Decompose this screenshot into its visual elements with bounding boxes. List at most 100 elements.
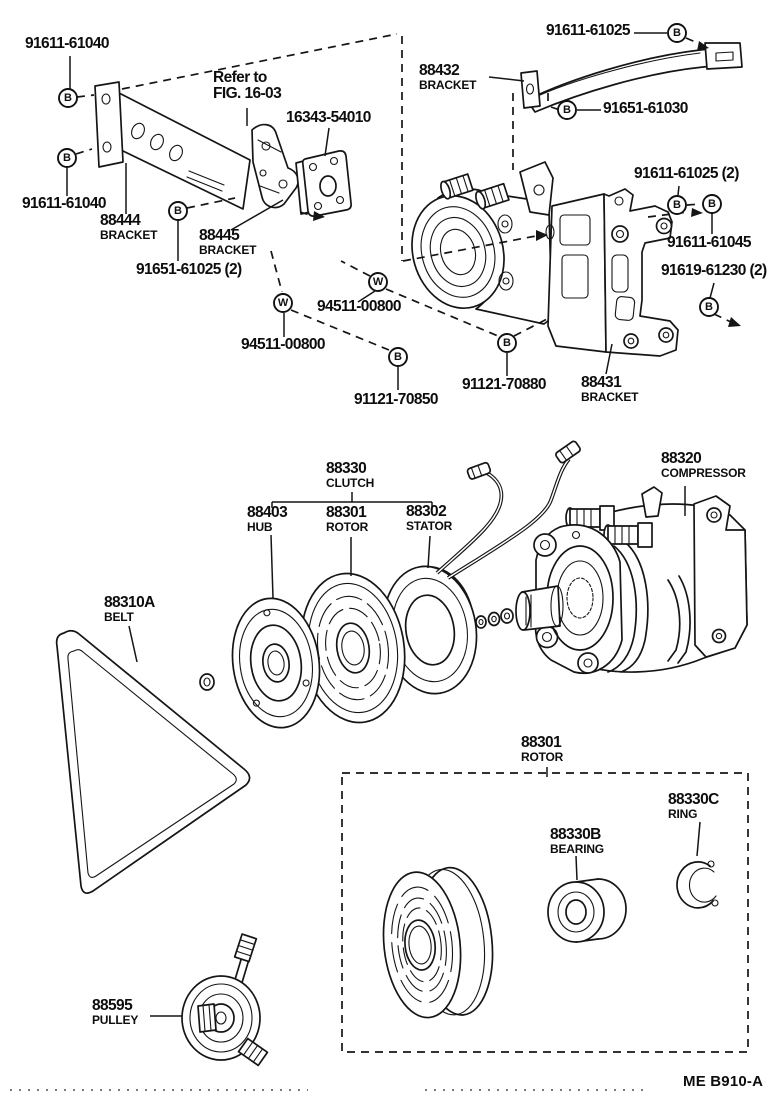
svg-text:B: B bbox=[673, 199, 681, 211]
part-number: 88595 bbox=[92, 997, 133, 1014]
part-name: BRACKET bbox=[199, 243, 257, 258]
label-88301-mid: 88301 ROTOR bbox=[326, 504, 369, 535]
svg-text:W: W bbox=[373, 276, 384, 288]
part-number: 88330B bbox=[550, 826, 601, 843]
figure-code-text: ME B910-A bbox=[683, 1073, 764, 1090]
part-name: BRACKET bbox=[100, 228, 158, 243]
lock-washer-icon bbox=[199, 673, 215, 691]
svg-text:B: B bbox=[563, 104, 571, 116]
part-number: 91611-61025 (2) bbox=[634, 165, 739, 182]
part-name: STATOR bbox=[406, 519, 453, 534]
bolt-symbol: B bbox=[58, 88, 78, 108]
label-94511-00800-a: 94511-00800 bbox=[317, 298, 402, 315]
label-91611-61040-left: 91611-61040 bbox=[22, 195, 107, 212]
part-name: BRACKET bbox=[419, 78, 477, 93]
bolt-symbol: B bbox=[497, 333, 517, 353]
svg-text:B: B bbox=[63, 152, 71, 164]
stator-88302-drawing bbox=[382, 565, 478, 695]
part-name: BEARING bbox=[550, 842, 604, 857]
snap-ring-88330C-drawing bbox=[676, 860, 719, 909]
bracket-88431-drawing bbox=[545, 188, 679, 357]
leader-lines bbox=[66, 32, 715, 1017]
bolt-symbol: B bbox=[168, 201, 188, 221]
part-number: 91611-61040 bbox=[25, 35, 110, 52]
part-number: 16343-54010 bbox=[286, 109, 371, 126]
part-name: PULLEY bbox=[92, 1013, 139, 1028]
bolt-symbol: B bbox=[557, 100, 577, 120]
assembly-dashed-lines bbox=[10, 33, 741, 1091]
part-number: 88301 bbox=[521, 734, 562, 751]
hub-88403-drawing bbox=[231, 597, 321, 729]
svg-text:B: B bbox=[705, 301, 713, 313]
figure-code: ME B910-A bbox=[683, 1074, 763, 1090]
washer-symbol: W bbox=[368, 272, 388, 292]
part-name: BELT bbox=[104, 610, 134, 625]
part-number: 88330 bbox=[326, 460, 367, 477]
part-name: COMPRESSOR bbox=[661, 466, 746, 481]
compressor-rear-view-drawing bbox=[411, 161, 554, 325]
part-number: 91121-70880 bbox=[462, 376, 547, 393]
label-91121-70880: 91121-70880 bbox=[462, 376, 547, 393]
part-number: 88302 bbox=[406, 503, 447, 520]
svg-text:B: B bbox=[174, 205, 182, 217]
part-number: 91651-61030 bbox=[603, 100, 688, 117]
label-88595: 88595 PULLEY bbox=[92, 997, 139, 1028]
part-name: RING bbox=[668, 807, 698, 822]
label-91611-61025-2: 91611-61025 (2) bbox=[634, 165, 739, 182]
part-number: 91611-61040 bbox=[22, 195, 107, 212]
label-88403: 88403 HUB bbox=[247, 504, 288, 533]
rotor-kit-box bbox=[341, 772, 749, 1053]
label-88330C: 88330C RING bbox=[668, 791, 719, 822]
svg-text:B: B bbox=[708, 198, 716, 210]
bolt-symbol: B bbox=[57, 148, 77, 168]
label-88432: 88432 BRACKET bbox=[419, 62, 477, 93]
bolt-symbol: B bbox=[388, 347, 408, 367]
bracket-88432-drawing bbox=[520, 42, 743, 113]
bolt-symbol: B bbox=[699, 297, 719, 317]
svg-text:B: B bbox=[64, 92, 72, 104]
label-88444: 88444 BRACKET bbox=[100, 212, 158, 243]
label-94511-00800-b: 94511-00800 bbox=[241, 336, 326, 353]
label-91611-61025-top: 91611-61025 bbox=[546, 22, 631, 39]
label-88302: 88302 STATOR bbox=[406, 503, 453, 534]
bolt-symbol: B bbox=[702, 194, 722, 214]
svg-text:W: W bbox=[278, 297, 289, 309]
bolt-symbol: B bbox=[667, 23, 687, 43]
washer-set-icon bbox=[475, 608, 514, 629]
stator-wires-drawing bbox=[435, 440, 581, 580]
label-88301-kit: 88301 ROTOR bbox=[521, 734, 563, 763]
label-88330: 88330 CLUTCH bbox=[326, 460, 374, 489]
part-number: 88431 bbox=[581, 374, 622, 391]
note-line: FIG. 16-03 bbox=[213, 85, 282, 103]
part-number: 88320 bbox=[661, 450, 702, 467]
part-number: 91121-70850 bbox=[354, 391, 439, 408]
label-88330B: 88330B BEARING bbox=[550, 826, 604, 857]
compressor-88320-drawing bbox=[515, 486, 748, 674]
part-number: 88445 bbox=[199, 227, 240, 244]
part-name: BRACKET bbox=[581, 390, 639, 405]
label-91121-70850: 91121-70850 bbox=[354, 391, 439, 408]
note-line: Refer to bbox=[213, 69, 267, 86]
part-number: 91619-61230 (2) bbox=[661, 262, 767, 279]
part-name: ROTOR bbox=[326, 520, 369, 535]
svg-text:B: B bbox=[673, 27, 681, 39]
part-number: 88403 bbox=[247, 504, 288, 521]
part-number: 88330C bbox=[668, 791, 719, 808]
part-number: 88432 bbox=[419, 62, 460, 79]
bearing-88330B-drawing bbox=[547, 878, 627, 943]
bolt-symbol: B bbox=[667, 195, 687, 215]
rotor-kit-rotor-drawing bbox=[382, 866, 494, 1019]
label-91651-61030: 91651-61030 bbox=[603, 100, 688, 117]
bracket-88445-drawing bbox=[251, 123, 299, 209]
label-91611-61045: 91611-61045 bbox=[667, 234, 752, 251]
part-number: 91611-61025 bbox=[546, 22, 631, 39]
part-number: 91651-61025 (2) bbox=[136, 261, 242, 278]
part-number: 88310A bbox=[104, 594, 155, 611]
label-88445: 88445 BRACKET bbox=[199, 227, 257, 258]
part-number: 88444 bbox=[100, 212, 141, 229]
label-16343-54010: 16343-54010 bbox=[286, 109, 371, 126]
svg-text:B: B bbox=[503, 337, 511, 349]
washer-symbol: W bbox=[273, 293, 293, 313]
